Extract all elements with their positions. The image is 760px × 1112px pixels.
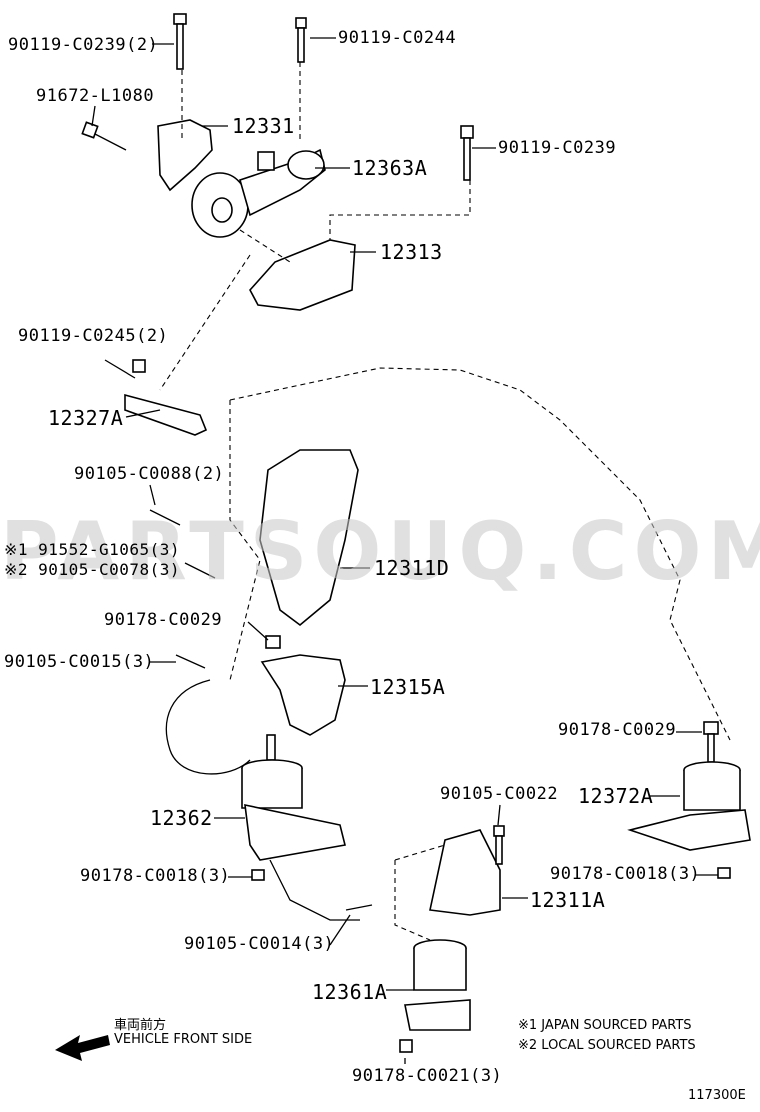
- label-90119-C0245-2: 90119-C0245(2): [18, 326, 169, 346]
- label-90178-C0018-3-b: 90178-C0018(3): [550, 864, 701, 884]
- transaxle-outline: [165, 679, 360, 921]
- mount-12362: [241, 734, 346, 881]
- label-91552-G1065-3: ※1 91552-G1065(3): [4, 540, 181, 559]
- bracket-12313: [249, 239, 356, 311]
- leader-top: [159, 62, 471, 391]
- label-12311D: 12311D: [374, 556, 450, 580]
- bolts-12311A: [345, 825, 505, 911]
- front-side-en: VEHICLE FRONT SIDE: [114, 1032, 253, 1047]
- bolt-90119-C0239-right: [460, 125, 474, 181]
- watermark: PARTSOUQ.COM: [0, 505, 760, 598]
- arrow-left-icon: [55, 1035, 110, 1061]
- leader-lines: [91, 37, 718, 1064]
- label-90105-C0022: 90105-C0022: [440, 784, 559, 804]
- label-12331: 12331: [232, 114, 295, 138]
- bolts-12311D: [149, 509, 281, 669]
- label-90119-C0239: 90119-C0239: [498, 138, 617, 158]
- label-12362: 12362: [150, 806, 213, 830]
- label-90119-C0244: 90119-C0244: [338, 28, 457, 48]
- bracket-12311A: [429, 829, 501, 916]
- label-90178-C0021-3: 90178-C0021(3): [352, 1066, 503, 1086]
- leader-12311A: [394, 844, 446, 941]
- label-12315A: 12315A: [370, 675, 446, 699]
- note-japan-sourced: ※1 JAPAN SOURCED PARTS: [518, 1018, 692, 1033]
- bracket-12331: [157, 119, 213, 192]
- bolt-90119-C0239-top: [173, 13, 187, 70]
- label-12372A: 12372A: [578, 784, 654, 808]
- label-12361A: 12361A: [312, 980, 388, 1004]
- label-90178-C0029-b: 90178-C0029: [558, 720, 677, 740]
- label-90105-C0078-3: ※2 90105-C0078(3): [4, 560, 181, 579]
- label-12311A: 12311A: [530, 888, 606, 912]
- front-side-jp: 車両前方: [114, 1018, 167, 1033]
- mount-12363A: [191, 148, 326, 238]
- label-90105-C0014-3: 90105-C0014(3): [184, 934, 335, 954]
- mount-12372A: [627, 721, 751, 879]
- engine-outline: [229, 367, 731, 741]
- bolt-90119-C0244: [295, 17, 307, 63]
- bracket-12315A: [260, 654, 346, 736]
- label-91672-L1080: 91672-L1080: [36, 86, 155, 106]
- bracket-12311D: [259, 449, 359, 627]
- label-90105-C0015-3: 90105-C0015(3): [4, 652, 155, 672]
- label-90119-C0239-2: 90119-C0239(2): [8, 35, 159, 55]
- label-90105-C0088-2: 90105-C0088(2): [74, 464, 225, 484]
- label-90178-C0018-3-a: 90178-C0018(3): [80, 866, 231, 886]
- label-90178-C0029-a: 90178-C0029: [104, 610, 223, 630]
- note-local-sourced: ※2 LOCAL SOURCED PARTS: [518, 1038, 696, 1053]
- label-12313: 12313: [380, 240, 443, 264]
- mount-12361A: [399, 939, 471, 1053]
- label-12327A: 12327A: [48, 406, 124, 430]
- label-12363A: 12363A: [352, 156, 428, 180]
- bolt-91672-L1080: [81, 121, 127, 151]
- figure-id: 117300E: [688, 1088, 746, 1103]
- rod-12327A: [124, 359, 208, 436]
